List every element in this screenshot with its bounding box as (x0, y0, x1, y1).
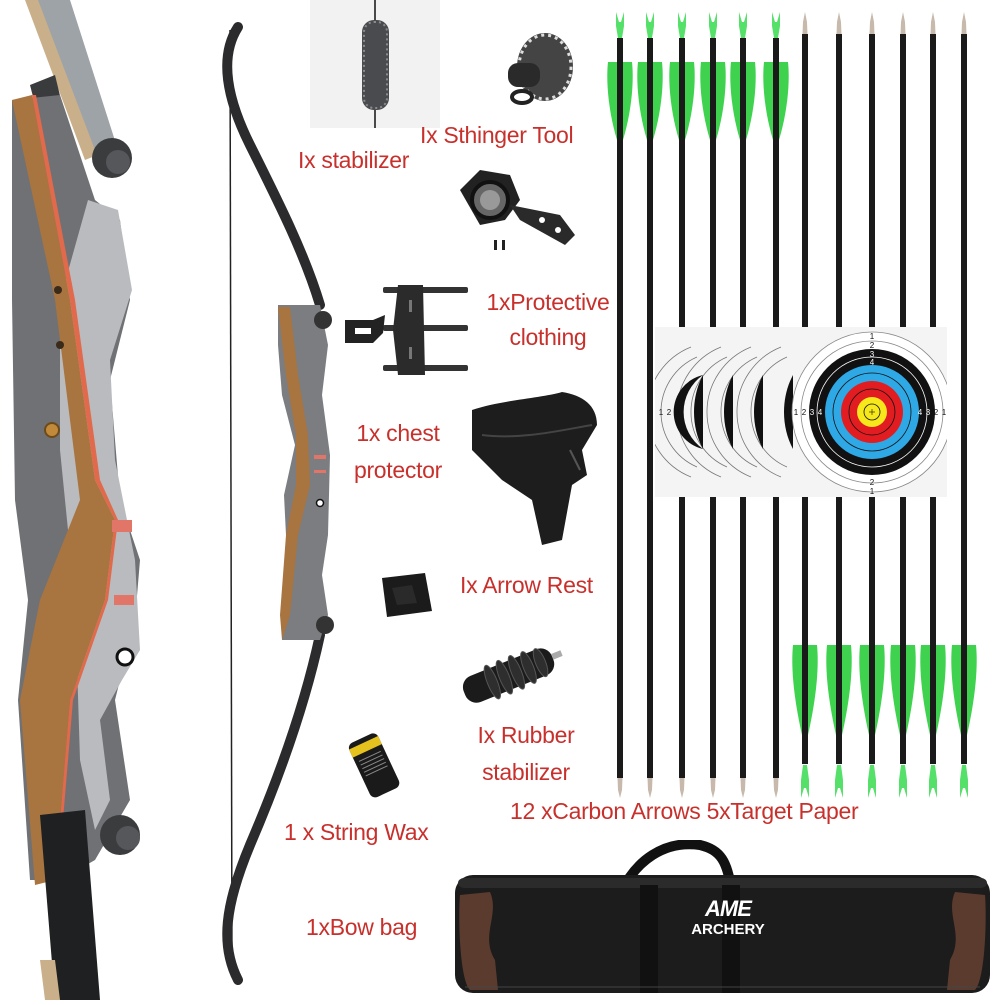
chest-protector-icon (472, 392, 597, 545)
stringer-tool-icon (508, 33, 573, 105)
svg-text:3: 3 (675, 408, 680, 417)
arrow-rest-image (382, 573, 432, 618)
rubber-stabilizer-label-line1: Ix Rubber (477, 722, 575, 748)
bow-bag-label: 1xBow bag (306, 914, 418, 940)
svg-text:4: 4 (918, 408, 923, 417)
string-silencer-icon (362, 0, 389, 128)
bow-bag-image (450, 840, 995, 1000)
bag-logo-mark: AME (705, 896, 752, 921)
svg-text:3: 3 (870, 350, 875, 359)
string-wax-label: 1 x String Wax (284, 819, 429, 845)
stringer-tool-label: Ix Sthinger Tool (420, 122, 574, 148)
svg-text:2: 2 (870, 341, 875, 350)
bow-bag-icon (455, 840, 990, 993)
bow-sight-icon (460, 170, 575, 250)
target-papers: 1 2 3 4 2 1 1 2 3 4 1 2 3 4 1 2 3 (655, 327, 947, 497)
string-wax-image (340, 730, 410, 800)
rubber-stabilizer-label-line2: stabilizer (482, 759, 570, 786)
svg-text:1: 1 (870, 332, 875, 341)
arm-guard-icon (345, 285, 468, 375)
sight-image (450, 160, 585, 255)
svg-text:1: 1 (942, 408, 947, 417)
stringer-tool-image (500, 25, 575, 110)
stabilizer-image (310, 0, 440, 128)
stabilizer-label: Ix stabilizer (298, 147, 410, 173)
svg-text:3: 3 (926, 408, 931, 417)
rubber-stabilizer-icon (462, 648, 563, 703)
svg-text:3: 3 (810, 408, 815, 417)
string-wax-icon (348, 733, 400, 798)
bag-logo: AME ARCHERY (683, 898, 773, 940)
bag-brand-name: ARCHERY (691, 921, 765, 938)
recurve-bow (210, 15, 345, 1005)
arrow-rest-icon (382, 573, 432, 617)
chest-protector-image (462, 390, 602, 550)
svg-text:2: 2 (870, 478, 875, 487)
svg-text:1: 1 (794, 408, 799, 417)
svg-text:1: 1 (870, 487, 875, 496)
svg-text:2: 2 (934, 408, 939, 417)
bow-riser-icon (12, 0, 140, 1000)
svg-text:1: 1 (659, 408, 664, 417)
svg-text:4: 4 (818, 408, 823, 417)
chest-protector-label-line1: 1x chest (356, 420, 440, 446)
bow-riser-closeup (0, 0, 200, 1000)
arm-guard-image (343, 285, 473, 375)
arrow-rest-label: Ix Arrow Rest (460, 572, 593, 598)
rubber-stabilizer-label: Ix Rubber stabilizer (466, 720, 586, 788)
chest-protector-label: 1x chest protector (338, 418, 458, 486)
recurve-bow-icon (222, 22, 334, 985)
target-icon: 1 2 3 4 2 1 1 2 3 4 1 2 3 4 1 2 3 (655, 331, 947, 496)
svg-text:2: 2 (667, 408, 672, 417)
protective-clothing-label-line2: clothing (509, 324, 587, 351)
rubber-stabilizer-image (455, 635, 570, 710)
protective-clothing-label-line1: 1xProtective (486, 289, 610, 315)
svg-text:2: 2 (802, 408, 807, 417)
arrows-target-label: 12 xCarbon Arrows 5xTarget Paper (510, 798, 859, 824)
protective-clothing-label: 1xProtective clothing (478, 287, 618, 353)
svg-text:4: 4 (870, 358, 875, 367)
chest-protector-label-line2: protector (353, 457, 443, 484)
